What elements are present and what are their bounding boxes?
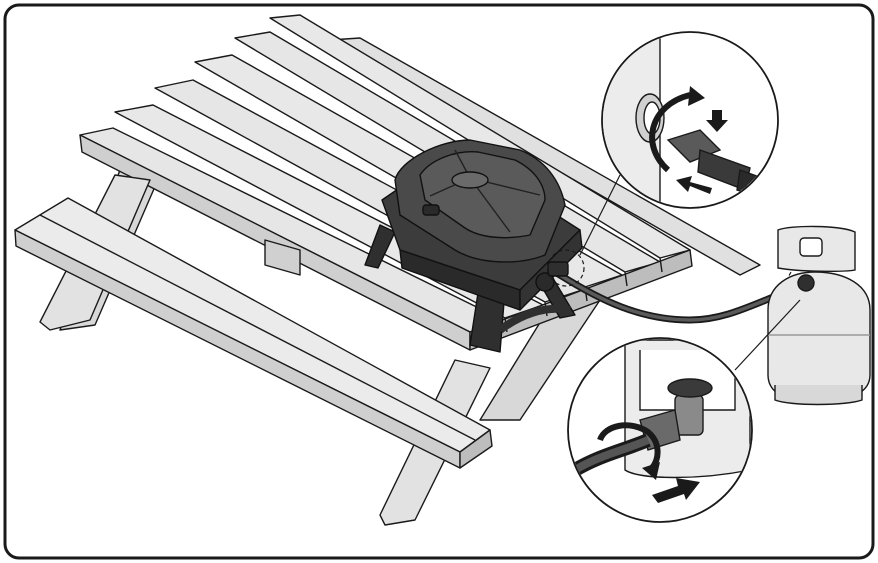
- bench-seam: [39, 214, 476, 441]
- tank-foot-ring: [774, 385, 863, 406]
- grill-lid-latch: [422, 204, 440, 216]
- table-right-edge: [469, 249, 693, 351]
- rotate-arrow-icon: [597, 422, 661, 470]
- callout-leader: [734, 299, 801, 371]
- control-knob: [535, 272, 555, 292]
- front-bench-end: [459, 429, 493, 469]
- lid-vent: [451, 171, 489, 189]
- grill-regulator: [547, 261, 569, 277]
- rotate-arrow-icon: [649, 92, 691, 173]
- down-arrow-icon: [706, 110, 728, 132]
- grill-leg-left: [364, 224, 396, 269]
- tank-handwheel: [667, 378, 713, 398]
- grill-leg-bar: [497, 304, 571, 334]
- push-arrow-icon: [652, 478, 700, 503]
- callout-tank-connection: [567, 299, 801, 523]
- tank-body: [767, 271, 871, 403]
- rotate-arrow-icon-head: [642, 462, 660, 480]
- push-arrow-icon: [676, 176, 712, 194]
- table-brace: [264, 239, 301, 276]
- portable-grill: [364, 139, 583, 353]
- hose-detail-highlight: [572, 436, 650, 474]
- callout-leader: [579, 174, 621, 256]
- tank-valve-body: [674, 394, 704, 436]
- tank-collar-cutout: [799, 237, 823, 257]
- propane-tank: [767, 225, 871, 406]
- rotate-arrow-icon-head: [688, 86, 705, 106]
- plank-seam: [659, 257, 663, 273]
- grill-connection-marker: [547, 249, 585, 287]
- plank-seam: [624, 271, 628, 287]
- gas-hose-highlight: [558, 273, 807, 322]
- tank-valve: [797, 274, 815, 292]
